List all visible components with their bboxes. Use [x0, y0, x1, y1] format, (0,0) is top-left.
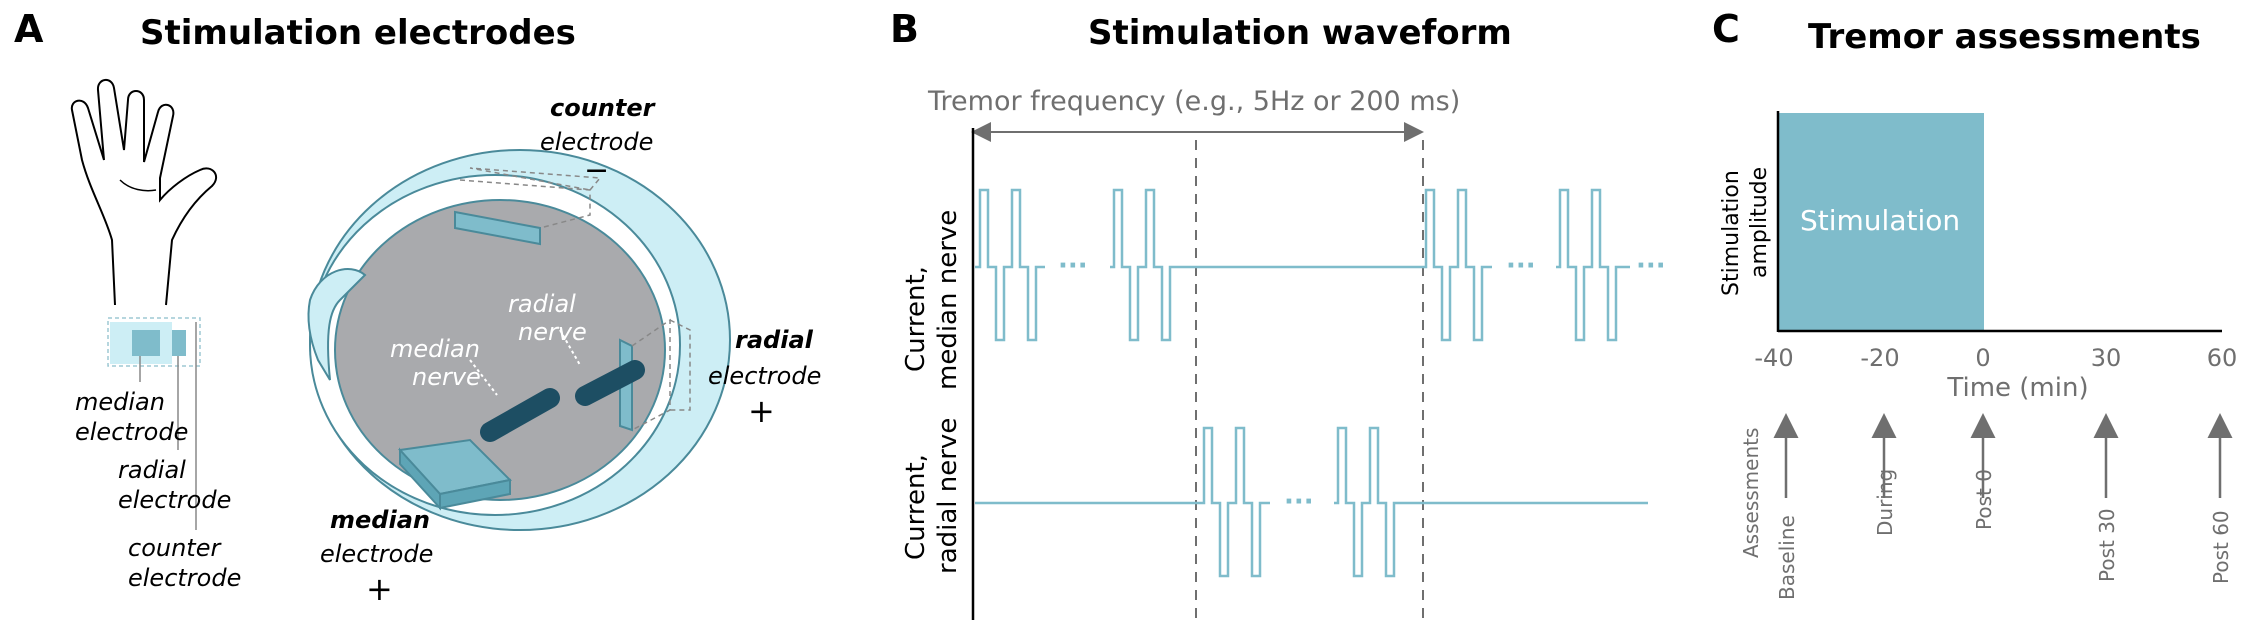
counter-electrode-label: counter: [550, 94, 657, 122]
counter-electrode-sub: electrode: [540, 128, 653, 156]
radial-nerve-shape: [575, 360, 645, 406]
stimulation-block: [1779, 113, 1984, 330]
median-waveform: [975, 188, 1630, 342]
period-label: Tremor frequency (e.g., 5Hz or 200 ms): [927, 86, 1460, 117]
hand-icon: [70, 79, 218, 306]
panel-a-title: Stimulation electrodes: [140, 13, 576, 53]
tick-m20: -20: [1860, 344, 1899, 372]
hand-radial-label-2: electrode: [118, 486, 231, 514]
tick-0: 0: [1975, 344, 1990, 372]
median-nerve-label: median: [390, 335, 480, 363]
assess-post0: Post 0: [1972, 469, 1996, 530]
radial-nerve-label: radial: [508, 290, 576, 318]
panel-b-letter: B: [890, 7, 919, 51]
tick-60: 60: [2207, 344, 2238, 372]
stimulation-block-label: Stimulation: [1800, 204, 1960, 237]
row1-label: Current,: [901, 266, 931, 372]
c-x-label: Time (min): [1946, 373, 2088, 403]
c-y-label: Stimulation: [1719, 170, 1744, 296]
assess-post60: Post 60: [2209, 510, 2233, 584]
radial-sign: +: [748, 392, 775, 430]
ellipsis-3: ···: [1636, 251, 1666, 281]
assess-post30: Post 30: [2095, 508, 2119, 582]
panel-b-title: Stimulation waveform: [1088, 13, 1512, 53]
assess-baseline: Baseline: [1775, 515, 1799, 600]
assessments-label: Assessments: [1739, 428, 1763, 558]
ellipsis-1: ···: [1058, 251, 1088, 281]
hand-radial-electrode: [172, 330, 186, 356]
hand-counter-label: counter: [128, 534, 222, 562]
panel-b: B Stimulation waveform Tremor frequency …: [890, 7, 1666, 620]
wristband-illustration: [307, 149, 731, 531]
tick-m40: -40: [1754, 344, 1793, 372]
panel-c-letter: C: [1712, 7, 1740, 51]
radial-electrode-label: radial: [735, 326, 814, 354]
assess-during: During: [1873, 469, 1897, 536]
hand-median-label-2: electrode: [75, 418, 188, 446]
median-nerve-label-2: nerve: [412, 363, 481, 391]
hand-median-electrode: [132, 330, 160, 356]
panel-c: C Tremor assessments Stimulation amplitu…: [1712, 7, 2237, 600]
panel-a-letter: A: [14, 7, 44, 51]
panel-a: A Stimulation electrodes median electrod…: [14, 7, 821, 608]
ellipsis-4: ···: [1284, 487, 1314, 517]
median-electrode-sub: electrode: [320, 540, 433, 568]
counter-sign: −: [584, 153, 609, 188]
c-y-label-2: amplitude: [1747, 167, 1772, 278]
median-nerve-shape: [480, 388, 560, 442]
ellipsis-2: ···: [1506, 251, 1536, 281]
hand-radial-label: radial: [118, 456, 186, 484]
median-electrode-label: median: [330, 506, 430, 534]
row1-label-2: median nerve: [933, 210, 963, 390]
hand-median-label: median: [75, 388, 165, 416]
tick-30: 30: [2091, 344, 2122, 372]
hand-counter-label-2: electrode: [128, 564, 241, 592]
radial-nerve-label-2: nerve: [518, 318, 587, 346]
radial-electrode-sub: electrode: [708, 362, 821, 390]
radial-waveform: [975, 426, 1648, 578]
row2-label-2: radial nerve: [933, 418, 963, 574]
row2-label: Current,: [901, 454, 931, 560]
panel-c-title: Tremor assessments: [1808, 17, 2201, 57]
median-sign: +: [366, 570, 393, 608]
